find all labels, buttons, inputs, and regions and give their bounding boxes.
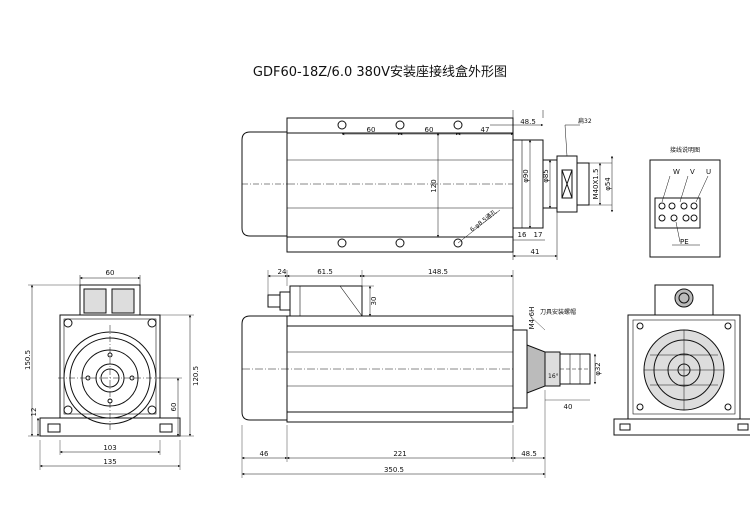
dim-label: 61.5: [317, 268, 333, 276]
dim-label: 150.5: [24, 350, 32, 370]
top-view-labels: 48.5 60 60 47 120 φ90 φ85 16 17 41 扁32 M…: [367, 117, 612, 256]
side-view: [241, 270, 597, 478]
mount-hole: [395, 238, 405, 248]
dim-label: φ32: [594, 362, 602, 376]
back-view: [613, 284, 750, 436]
terminal-box-outline: [649, 159, 721, 258]
mount-hole: [395, 120, 405, 130]
base-plate: [39, 417, 181, 437]
dim-label: 30: [370, 297, 378, 306]
drawing-title: GDF60-18Z/6.0 380V安装座接线盒外形图: [253, 64, 507, 80]
dim-label: 103: [103, 444, 116, 452]
dim-label: 221: [393, 450, 406, 458]
dim-label: 48.5: [520, 118, 536, 126]
top-view: [241, 110, 614, 260]
dim-label: 350.5: [384, 466, 404, 474]
dim-label: 16: [518, 231, 527, 239]
mount-hole: [453, 238, 463, 248]
terminal-v-label: V: [690, 168, 695, 176]
dim-label: M4-6H: [528, 307, 536, 330]
dim-label: 刀具安装螺帽: [540, 308, 576, 316]
dim-label: φ85: [542, 169, 550, 183]
dim-label: 148.5: [428, 268, 448, 276]
dim-label: 24: [278, 268, 287, 276]
dim-label: 135: [103, 458, 116, 466]
dim-label: 扁32: [578, 117, 592, 125]
dim-label: 46: [260, 450, 269, 458]
dim-label: 47: [481, 126, 490, 134]
rear-cap: [241, 131, 288, 237]
dim-label: 48.5: [521, 450, 537, 458]
dim-label: 60: [367, 126, 376, 134]
terminal-w-label: W: [673, 168, 680, 176]
dim-label: 16°: [548, 373, 559, 380]
dim-label: 60: [106, 269, 115, 277]
side-view-labels: 24 61.5 148.5 30 M4-6H 刀具安装螺帽 16° φ32 40…: [260, 268, 602, 474]
terminal-u-label: U: [706, 168, 711, 176]
terminal-pe-label: PE: [680, 238, 689, 246]
wiring-title: 接线说明图: [670, 146, 700, 154]
mount-hole: [337, 238, 347, 248]
dim-label: 17: [534, 231, 543, 239]
dim-label: M40X1.5: [592, 169, 600, 200]
wiring-diagram: [649, 159, 721, 258]
dim-label: 40: [564, 403, 573, 411]
front-view: [28, 275, 194, 470]
dim-label: 120: [430, 179, 438, 192]
dim-label: 60: [170, 403, 178, 412]
dim-label: 41: [531, 248, 540, 256]
front-flange: [512, 139, 544, 229]
mount-hole: [337, 120, 347, 130]
dim-label: 120.5: [192, 366, 200, 386]
dim-label: φ90: [522, 169, 530, 183]
motor-body-top: [286, 117, 514, 253]
rear-cap-side: [241, 315, 288, 421]
mount-hole: [453, 120, 463, 130]
dim-label: φ54: [604, 177, 612, 191]
front-view-labels: 60 150.5 120.5 60 12 103 135: [24, 269, 200, 466]
dim-label: 12: [30, 408, 38, 417]
wiring-labels: 接线说明图 W V U PE: [670, 146, 711, 246]
dim-label: 60: [425, 126, 434, 134]
dim-label: 6-φ8.5通孔: [468, 208, 498, 234]
